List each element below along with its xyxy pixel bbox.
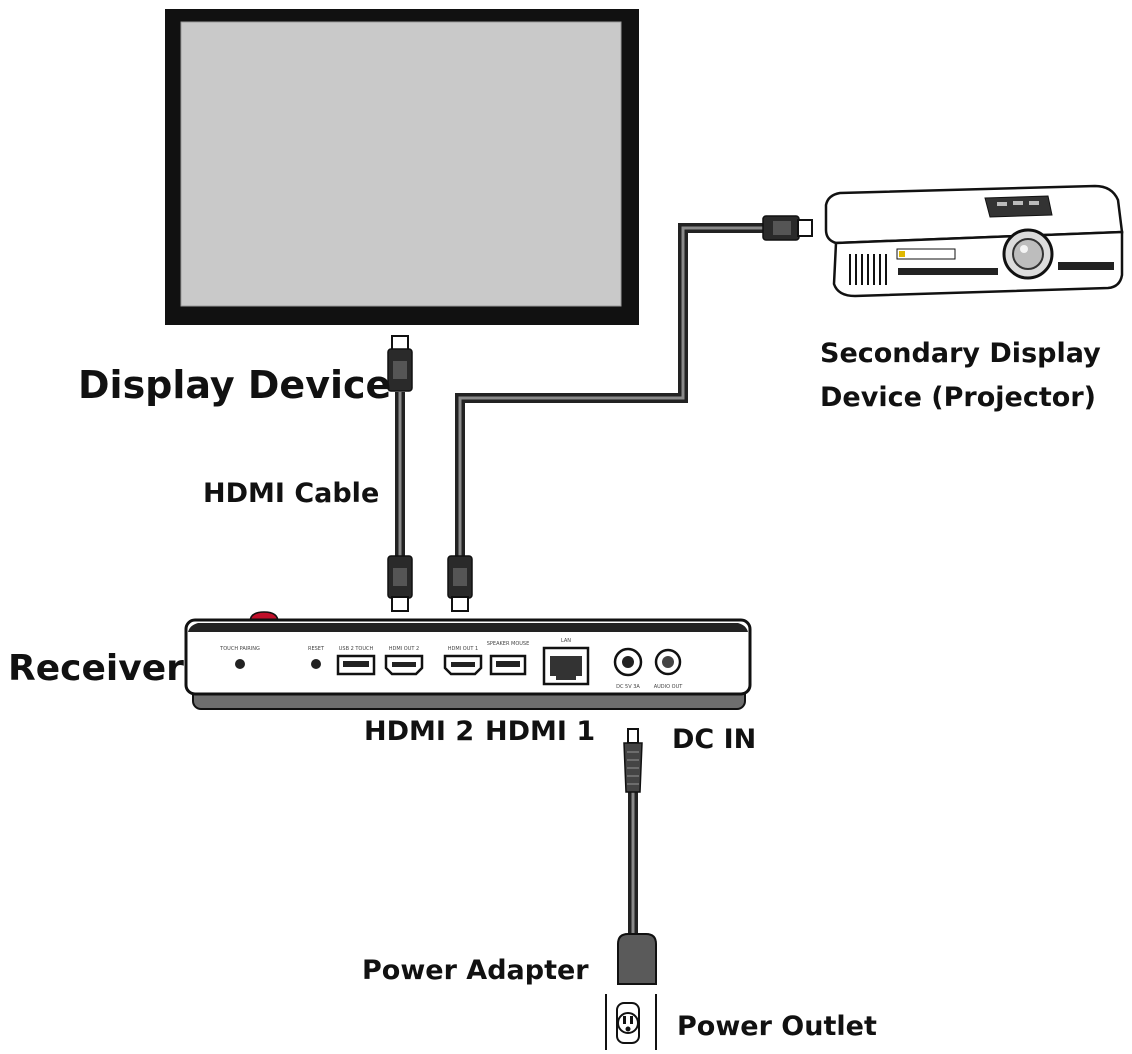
reset-button [311,659,321,669]
label-hdmi-2: HDMI 2 [364,716,474,747]
label-power-outlet: Power Outlet [677,1011,877,1042]
power-adapter [617,933,657,985]
touch-pairing-button [235,659,245,669]
hdmi-connector-display-end [387,335,413,392]
hdmi-connector-projector-end [762,215,813,241]
label-secondary-display-line2: Device (Projector) [820,382,1096,413]
power-outlet [605,994,657,1050]
port-label-audio-out: AUDIO OUT [654,684,684,690]
port-label-touch-pairing: TOUCH PAIRING [219,646,260,652]
port-label-lan: LAN [561,638,571,644]
label-power-adapter: Power Adapter [362,955,589,986]
hdmi-cable-projector [455,223,765,560]
label-secondary-display-line1: Secondary Display [820,338,1101,369]
label-dc-in: DC IN [672,724,756,755]
port-label-usb-touch: USB 2 TOUCH [339,646,374,652]
hdmi-connector-receiver-end-2 [387,555,413,612]
dc-plug [623,728,643,793]
port-label-reset: RESET [308,646,325,652]
display-device [165,9,639,325]
hdmi-connector-receiver-end-1 [447,555,473,612]
label-display-device: Display Device [78,363,391,407]
projector [824,184,1124,298]
port-label-dc: DC 5V 3A [616,684,640,690]
port-label-hdmi-out-2: HDMI OUT 2 [389,646,419,652]
receiver: TOUCH PAIRING RESET USB 2 TOUCH HDMI OUT… [184,611,752,710]
port-label-speaker-mouse: SPEAKER MOUSE [487,641,530,647]
label-hdmi-1: HDMI 1 [485,716,595,747]
label-hdmi-cable: HDMI Cable [203,478,379,509]
label-receiver: Receiver [8,648,184,689]
port-label-hdmi-out-1: HDMI OUT 1 [448,646,478,652]
